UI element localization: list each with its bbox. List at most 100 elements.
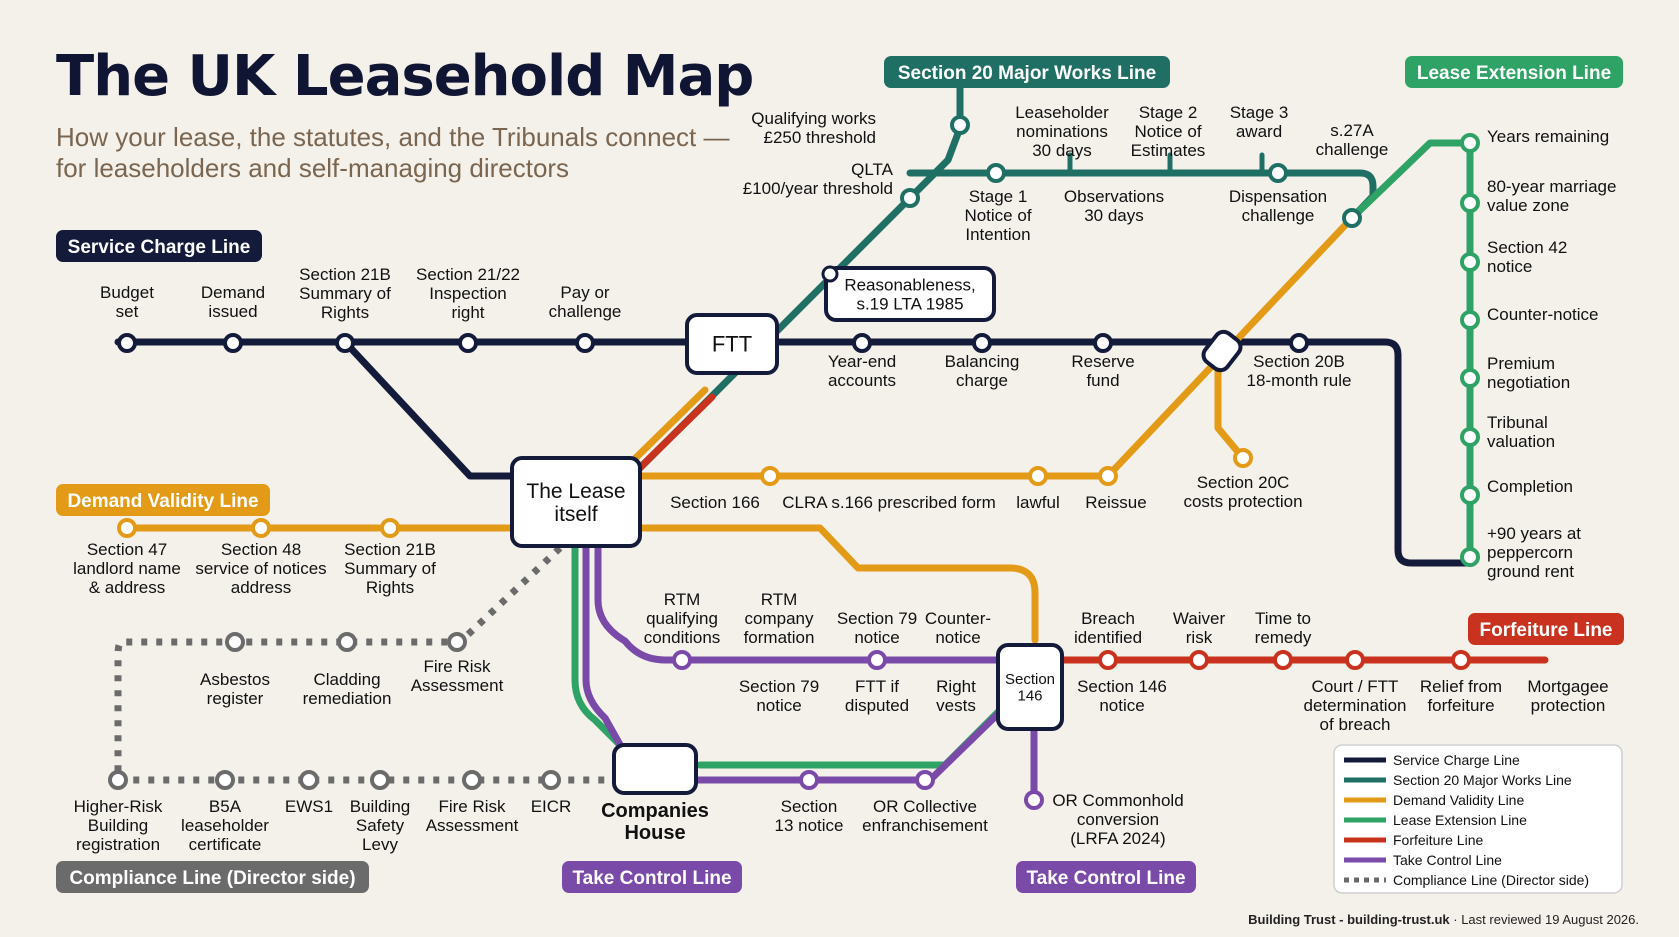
take-control-tag-left-text: Take Control Line	[572, 868, 731, 889]
demand-validity-branch-20c	[1214, 361, 1247, 462]
dv-s20c-dot[interactable]	[1233, 448, 1253, 468]
fo-time-remedy-dot[interactable]	[1273, 650, 1293, 670]
co-eicr-dot[interactable]	[541, 770, 561, 790]
fo-breach-dot[interactable]	[1098, 650, 1118, 670]
tc-s13-dot[interactable]	[799, 770, 819, 790]
dv-s47-dot[interactable]	[117, 518, 137, 538]
co-ews1-dot[interactable]	[299, 770, 319, 790]
fo-relief-dot[interactable]	[1451, 650, 1471, 670]
page-title: The UK Leasehold Map	[56, 44, 754, 109]
s20-dispensation-dot[interactable]	[1268, 163, 1288, 183]
tc-ftt-disputed-dot[interactable]	[867, 650, 887, 670]
le-station-6-dot[interactable]	[1460, 427, 1480, 447]
co-ews1-label: EWS1	[285, 797, 333, 816]
page-subtitle: How your lease, the statutes, and the Tr…	[56, 122, 730, 183]
sc-s21b-dot[interactable]	[335, 333, 355, 353]
section20-tag: Section 20 Major Works Line	[884, 56, 1170, 88]
footer-brand[interactable]: Building Trust - building-trust.uk	[1248, 912, 1450, 927]
service-charge-branch	[341, 338, 524, 480]
le-station-8-dot[interactable]	[1460, 547, 1480, 567]
dv-s166-label: Section 166	[670, 493, 760, 512]
dv-reissue-label: Reissue	[1085, 493, 1146, 512]
fo-waiver-dot[interactable]	[1189, 650, 1209, 670]
sc-pay-challenge-dot[interactable]	[575, 333, 595, 353]
s20-qualifying-works-dot[interactable]	[950, 115, 970, 135]
le-station-4-dot[interactable]	[1460, 310, 1480, 330]
take-control-tag-right-text: Take Control Line	[1026, 868, 1185, 889]
sc-budget-set-dot[interactable]	[117, 333, 137, 353]
dv-lawful-dot[interactable]	[1028, 466, 1048, 486]
sc-demand-issued-dot[interactable]	[223, 333, 243, 353]
sc-year-end-dot[interactable]	[852, 333, 872, 353]
le-station-5-dot[interactable]	[1460, 368, 1480, 388]
dv-s166-dot[interactable]	[760, 466, 780, 486]
legend-label: Compliance Line (Director side)	[1393, 872, 1589, 888]
ftt-hub[interactable]: FTT	[685, 313, 779, 375]
forfeiture-tag-text: Forfeiture Line	[1479, 620, 1612, 641]
legend-label: Forfeiture Line	[1393, 832, 1483, 848]
co-b5a-dot[interactable]	[215, 770, 235, 790]
sc-balancing-dot[interactable]	[972, 333, 992, 353]
co-fra-upper-dot[interactable]	[447, 632, 467, 652]
sc-demand-interchange[interactable]	[1200, 328, 1244, 374]
le-station-1-dot[interactable]	[1460, 133, 1480, 153]
tc-rtm-qualifying-dot[interactable]	[672, 650, 692, 670]
sc-reserve-dot[interactable]	[1093, 333, 1113, 353]
s20-qlta-dot[interactable]	[900, 188, 920, 208]
reasonableness-dot	[821, 265, 839, 283]
co-asbestos-dot[interactable]	[225, 632, 245, 652]
section20-stage-line	[906, 169, 1377, 222]
dv-s48-dot[interactable]	[251, 518, 271, 538]
take-control-rtm-line	[594, 544, 1004, 664]
legend-box	[1333, 744, 1623, 894]
fo-court-dot[interactable]	[1345, 650, 1365, 670]
le-station-2-dot[interactable]	[1460, 193, 1480, 213]
co-bsl-dot[interactable]	[370, 770, 390, 790]
legend-label: Take Control Line	[1393, 852, 1502, 868]
co-cladding-dot[interactable]	[337, 632, 357, 652]
dv-reissue-dot[interactable]	[1098, 466, 1118, 486]
le-station-7-dot[interactable]	[1460, 485, 1480, 505]
co-eicr-label: EICR	[531, 797, 572, 816]
sc-s20b-dot[interactable]	[1289, 333, 1309, 353]
s20-s27a-dot[interactable]	[1342, 208, 1362, 228]
demand-validity-tag-text: Demand Validity Line	[67, 491, 258, 512]
co-fra-lower-dot[interactable]	[462, 770, 482, 790]
dv-s21b-dot[interactable]	[380, 518, 400, 538]
sc-s21-22-dot[interactable]	[458, 333, 478, 353]
reasonableness-box[interactable]: Reasonableness,s.19 LTA 1985	[824, 266, 996, 322]
s20-stage1-dot[interactable]	[986, 163, 1006, 183]
tc-commonhold-dot[interactable]	[1024, 790, 1044, 810]
compliance-tag-text: Compliance Line (Director side)	[69, 868, 355, 889]
co-hrb-dot[interactable]	[108, 770, 128, 790]
tc-collective-dot[interactable]	[915, 770, 935, 790]
le-station-3-dot[interactable]	[1460, 252, 1480, 272]
